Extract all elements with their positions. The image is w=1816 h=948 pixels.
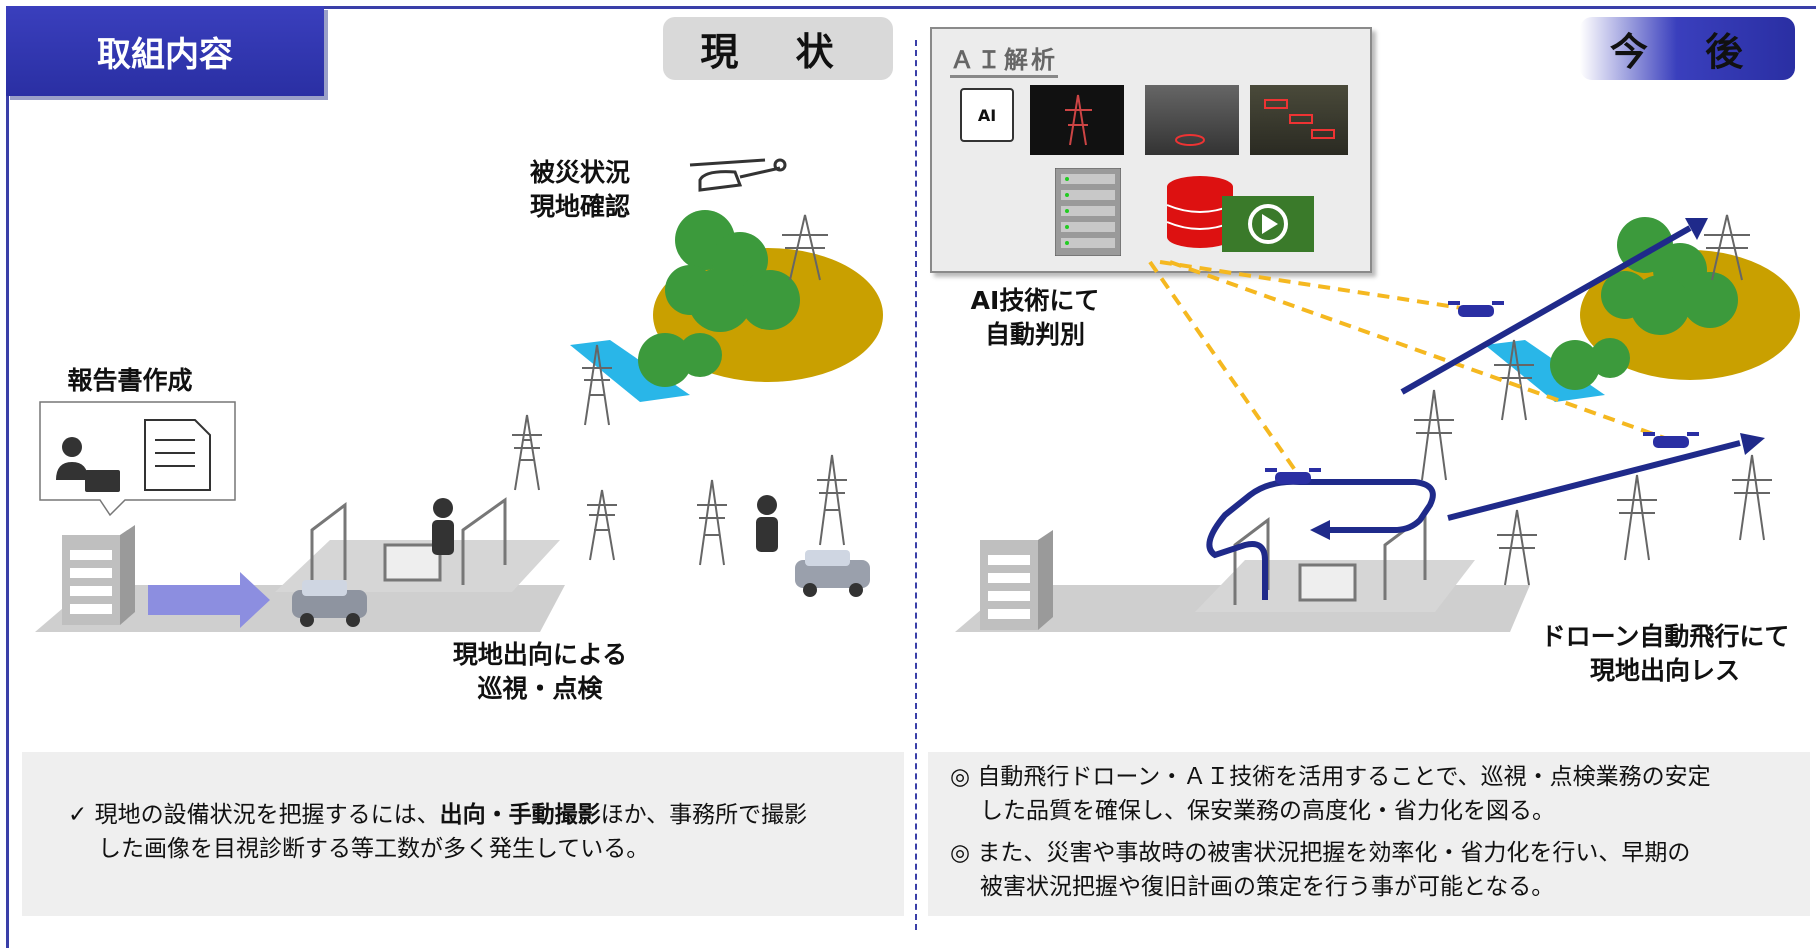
inspection-image-thumbnail: [1145, 85, 1239, 155]
current-state-tag: 現 状: [663, 17, 893, 80]
report-callout: [39, 401, 236, 517]
future-state-tag: 今 後: [1580, 17, 1795, 80]
future-scene: [955, 214, 1800, 632]
onsite-patrol-label: 現地出向による巡視・点検: [452, 640, 628, 703]
drone-flight-path: [1206, 218, 1765, 600]
check-icon: ✓: [68, 802, 88, 828]
substation-gantry: [310, 497, 507, 595]
tower-icon: [512, 214, 847, 566]
section-divider: [915, 40, 917, 930]
person-icon: [432, 495, 778, 555]
future-item-2: ◎ また、災害や事故時の被害状況把握を効率化・省力化を行い、早期の: [950, 840, 1691, 866]
report-label: 報告書作成: [67, 366, 193, 395]
building-icon: [62, 525, 135, 625]
tree-icon: [1550, 217, 1738, 390]
future-description-text: ◎ 自動飛行ドローン・ＡＩ技術を活用することで、巡視・点検業務の安定 した品質を…: [950, 760, 1800, 904]
current-scene: [35, 158, 883, 632]
helicopter-icon: [689, 158, 787, 192]
car-icon: [292, 550, 870, 627]
future-item-1: ◎ 自動飛行ドローン・ＡＩ技術を活用することで、巡視・点検業務の安定: [950, 764, 1711, 790]
ai-analysis-title: ＡＩ解析: [950, 40, 1058, 78]
current-description-text: ✓ 現地の設備状況を把握するには、出向・手動撮影ほか、事務所で撮影 した画像を目…: [68, 802, 808, 862]
tree-icon: [638, 210, 800, 387]
ai-judgement-label: AI技術にて自動判別: [970, 286, 1100, 349]
video-icon: [1222, 196, 1314, 252]
tower-image-thumbnail: [1030, 85, 1124, 155]
drone-flight-label: ドローン自動飛行にて現地出向レス: [1540, 622, 1790, 685]
future-description-panel: ◎ 自動飛行ドローン・ＡＩ技術を活用することで、巡視・点検業務の安定 した品質を…: [928, 752, 1810, 916]
disaster-check-label: 被災状況現地確認: [529, 158, 630, 221]
flow-arrow: [148, 572, 270, 628]
person-at-desk-icon: [56, 437, 120, 492]
building-icon: [980, 530, 1053, 630]
server-icon: [1054, 167, 1122, 257]
tower-icon: [1414, 214, 1772, 586]
ai-chip-icon: AI: [960, 88, 1014, 142]
document-icon: [144, 419, 211, 491]
detection-image-thumbnail: [1250, 85, 1348, 155]
section-title: 取組内容: [6, 6, 324, 96]
drone-icon: [1265, 301, 1699, 484]
page-frame: [6, 6, 1816, 948]
ai-data-link: [1148, 260, 1671, 472]
current-description-panel: ✓ 現地の設備状況を把握するには、出向・手動撮影ほか、事務所で撮影 した画像を目…: [22, 752, 904, 916]
